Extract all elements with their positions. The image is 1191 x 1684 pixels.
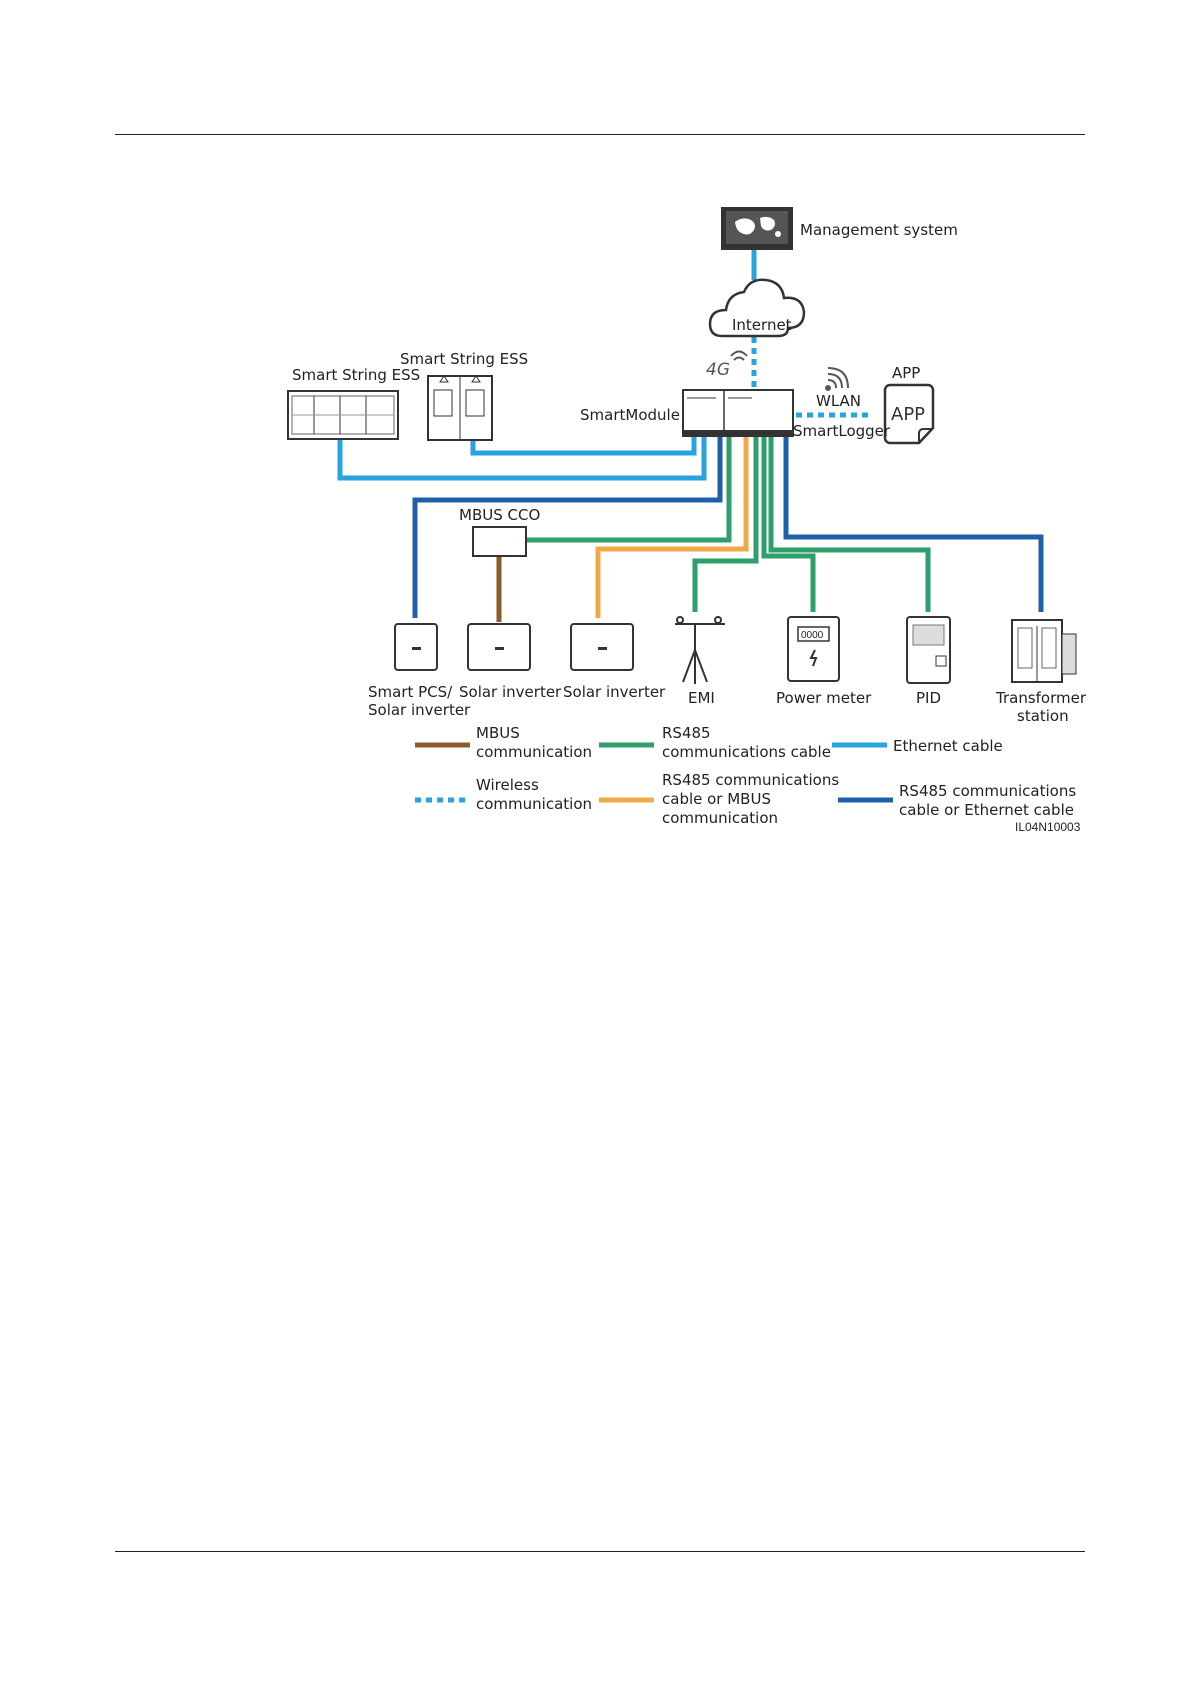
rs485-pid: [768, 436, 931, 612]
solar-inverter-2-label: Solar inverter: [563, 683, 666, 701]
cloud-icon: [708, 278, 806, 338]
wlan-label: WLAN: [816, 392, 861, 410]
emi-label: EMI: [688, 689, 715, 707]
header-rule: [115, 134, 1085, 135]
legend-label: RS485 communications: [899, 782, 1076, 800]
ess-1-label: Smart String ESS: [292, 366, 420, 384]
legend-label: RS485: [662, 724, 711, 742]
legend-label: communications cable: [662, 743, 831, 761]
solar-inverter-2-device: [570, 623, 634, 671]
signal-4g-icon: [730, 350, 748, 361]
connection-lines: [337, 250, 1044, 622]
legend-entry: Ethernet cable: [832, 737, 1003, 755]
internet-label: Internet: [732, 316, 792, 334]
ess-2-label: Smart String ESS: [400, 350, 528, 368]
legend-label: Wireless: [476, 776, 539, 794]
legend-label: RS485 communications: [662, 771, 839, 789]
power-meter-device: [787, 616, 840, 682]
pcs-label-line1: Smart PCS/: [368, 683, 453, 701]
legend-label: MBUS: [476, 724, 520, 742]
four-g-label: 4G: [706, 360, 730, 380]
transformer-station-icon: [1011, 619, 1077, 683]
ess-cabinet-1-icon: [287, 390, 399, 440]
smartmodule-device: [682, 389, 794, 437]
app-icon: [883, 383, 935, 445]
solar-inverter-1-device: [467, 623, 531, 671]
meter-digits: 0000: [801, 630, 824, 641]
wifi-icon: [825, 367, 849, 391]
footer-rule: [115, 1551, 1085, 1552]
solar-inverter-1-label: Solar inverter: [459, 683, 562, 701]
management-system-icon: [721, 207, 793, 250]
legend-label: cable or Ethernet cable: [899, 801, 1074, 819]
transformer-label-line1: Transformer: [995, 689, 1087, 707]
transformer-label-line2: station: [1017, 707, 1069, 725]
legend-label: cable or MBUS: [662, 790, 771, 808]
ess-cabinet-2-icon: [427, 375, 493, 441]
smart-pcs-device: [394, 623, 438, 671]
rs485-mbus-inverter-2: [595, 436, 749, 618]
rs485-eth-pcs: [412, 436, 723, 618]
legend-label: communication: [476, 743, 592, 761]
pcs-label-line2: Solar inverter: [368, 701, 471, 719]
smartlogger-label: SmartLogger: [793, 422, 891, 440]
app-icon-text: APP: [891, 404, 925, 425]
ethernet-ess-1: [337, 436, 707, 481]
rs485-mbus-cco: [526, 436, 732, 543]
pid-device: [906, 616, 951, 684]
ethernet-ess-2: [470, 436, 697, 456]
smartmodule-label: SmartModule: [580, 406, 680, 424]
app-title-label: APP: [892, 364, 920, 382]
rs485-emi: [692, 436, 759, 612]
emi-weather-station-icon: [675, 616, 725, 684]
mbus-cco-label: MBUS CCO: [459, 506, 540, 524]
rs485-power-meter: [761, 436, 816, 612]
legend-label: Ethernet cable: [893, 737, 1003, 755]
rs485-eth-transformer: [783, 436, 1044, 612]
pid-label: PID: [916, 689, 941, 707]
legend-label: communication: [476, 795, 592, 813]
figure-code: IL04N10003: [1015, 820, 1081, 834]
management-system-label: Management system: [800, 221, 958, 239]
legend-label: communication: [662, 809, 778, 827]
power-meter-label: Power meter: [776, 689, 872, 707]
mbus-cco-device: [472, 526, 527, 557]
